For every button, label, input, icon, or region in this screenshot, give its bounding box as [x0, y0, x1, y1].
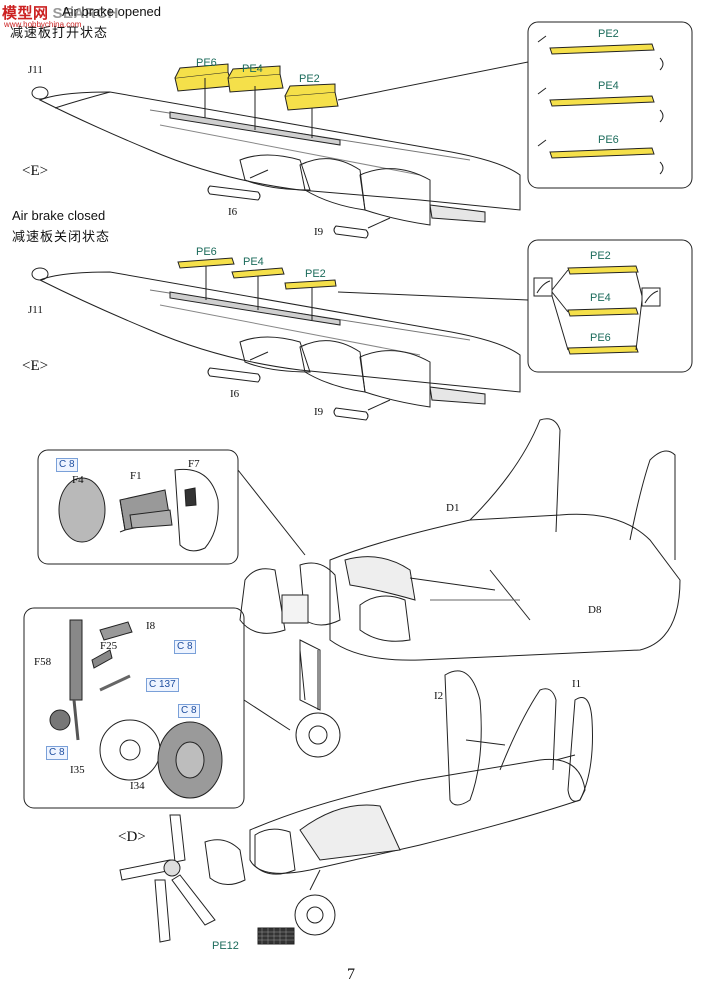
- step-e-top: <E>: [22, 163, 49, 179]
- label-pe2-detail-closed: PE2: [590, 250, 611, 262]
- front-assembly: [239, 562, 341, 758]
- ref-c8-strut: C 8: [46, 746, 68, 760]
- caption-airbrake-opened: Air brake opened: [62, 4, 162, 19]
- pe-brakes-closed: [177, 257, 529, 320]
- step-e-bottom: <E>: [22, 358, 49, 374]
- watermark-chars: 模型网: [2, 4, 49, 22]
- label-pe12: PE12: [212, 940, 239, 952]
- label-i2: I2: [434, 690, 444, 702]
- page-number: 7: [347, 966, 355, 983]
- label-i34: I34: [130, 780, 145, 792]
- label-j11-top: J11: [28, 64, 43, 76]
- label-f7: F7: [188, 458, 200, 470]
- detail-landing-gear: [49, 619, 291, 799]
- detail-f-parts: [58, 468, 306, 556]
- watermark-url: www.hobbychina.com: [4, 20, 82, 29]
- label-pe6-detail-open: PE6: [598, 134, 619, 146]
- label-pe6-open: PE6: [196, 57, 217, 69]
- label-f25: F25: [100, 640, 118, 652]
- ref-c8-tire: C 8: [178, 704, 200, 718]
- detail-closed: [533, 265, 661, 355]
- label-f1: F1: [130, 470, 142, 482]
- label-pe6-closed: PE6: [196, 246, 217, 258]
- ref-c8-gear: C 8: [174, 640, 196, 654]
- caption-airbrake-closed-cn: 减速板关闭状态: [12, 230, 111, 245]
- label-i9-top: I9: [314, 226, 324, 238]
- label-i8: I8: [146, 620, 156, 632]
- label-pe4-open: PE4: [242, 63, 263, 75]
- label-pe4-detail-open: PE4: [598, 80, 619, 92]
- label-pe2-detail-open: PE2: [598, 28, 619, 40]
- pe-brakes-open: [174, 61, 529, 138]
- label-pe2-open: PE2: [299, 73, 320, 85]
- ref-c137: C 137: [146, 678, 179, 692]
- watermark-text: SEARCH: [52, 5, 119, 22]
- caption-airbrake-closed: Air brake closed: [12, 208, 106, 223]
- label-j11-bottom: J11: [28, 304, 43, 316]
- label-pe4-closed: PE4: [243, 256, 264, 268]
- fuselage-bottom: [119, 670, 593, 945]
- label-pe4-detail-closed: PE4: [590, 292, 611, 304]
- label-f4: F4: [72, 474, 84, 486]
- label-i35: I35: [70, 764, 85, 776]
- label-d1: D1: [446, 502, 460, 514]
- ref-c8-f: C 8: [56, 458, 78, 472]
- detail-open: [537, 35, 664, 175]
- label-i6-top: I6: [228, 206, 238, 218]
- label-i1: I1: [572, 678, 582, 690]
- label-f58: F58: [34, 656, 52, 668]
- wing-closed: [31, 267, 521, 421]
- caption-airbrake-opened-cn: 减速板打开状态: [10, 26, 109, 41]
- label-pe6-detail-closed: PE6: [590, 332, 611, 344]
- label-pe2-closed: PE2: [305, 268, 326, 280]
- fuselage-top: [329, 418, 681, 661]
- label-d8: D8: [588, 604, 602, 616]
- label-i6-bottom: I6: [230, 388, 240, 400]
- label-i9-bottom: I9: [314, 406, 324, 418]
- step-d: <D>: [118, 829, 146, 845]
